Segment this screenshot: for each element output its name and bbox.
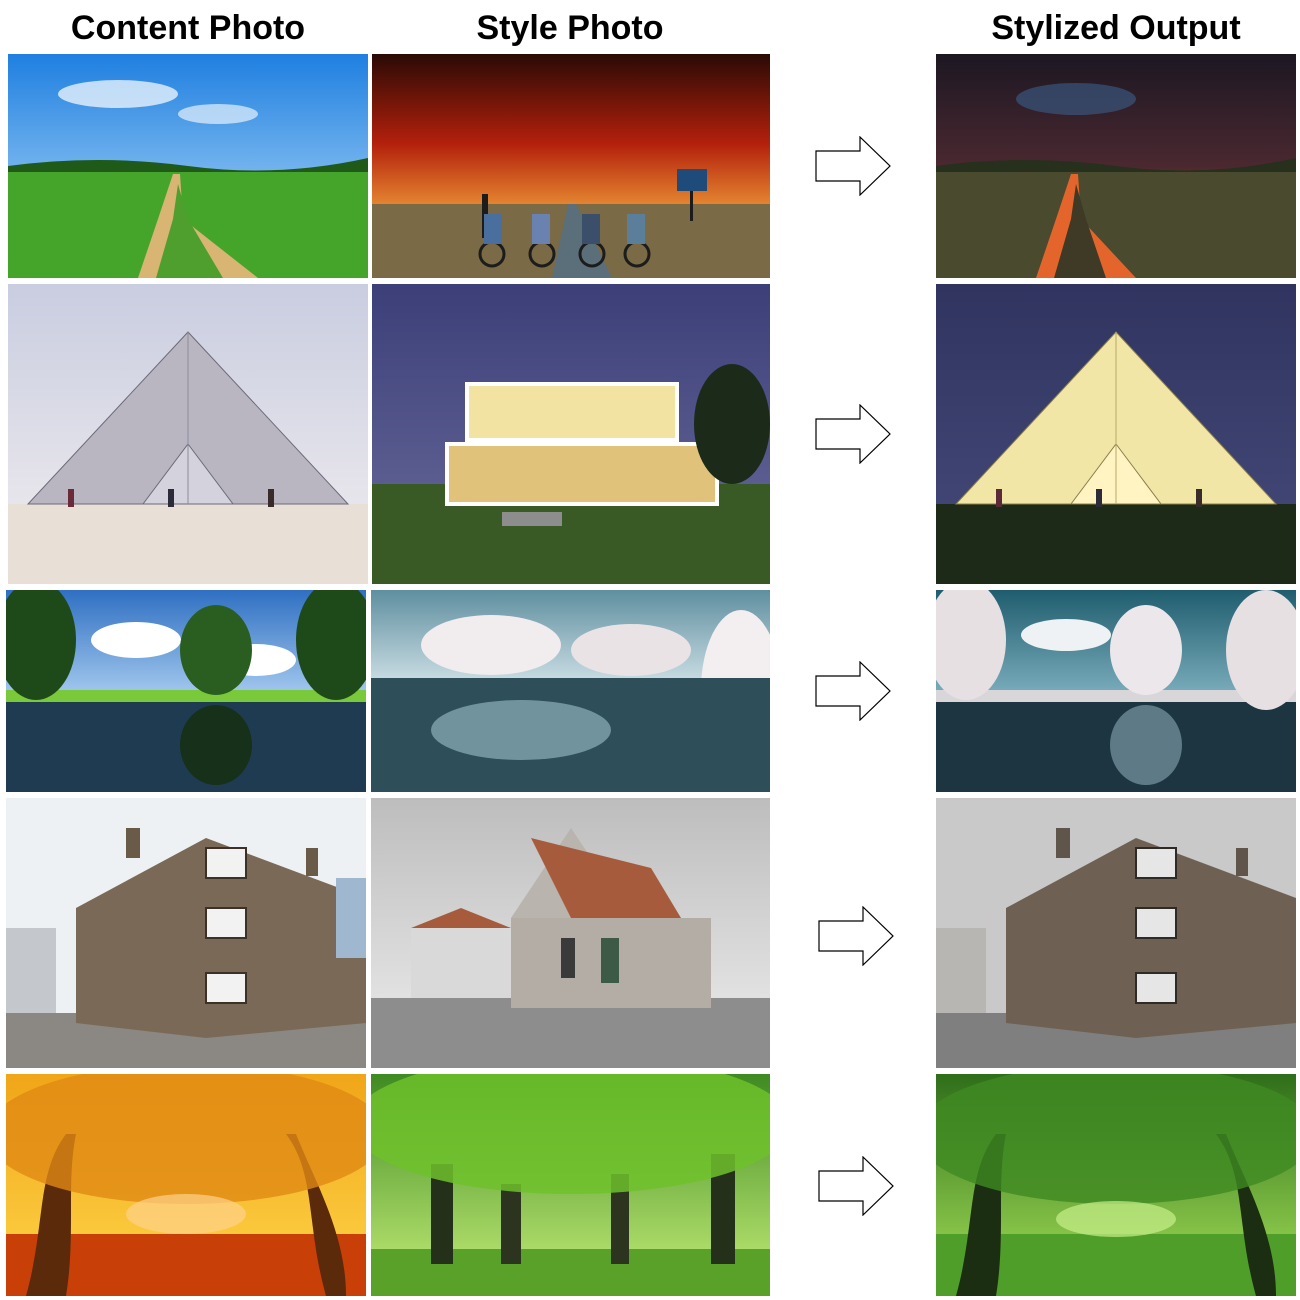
header-stylized-output: Stylized Output	[991, 9, 1241, 47]
arrow-icon-row-4	[818, 906, 898, 966]
style-photo-hdr-church	[371, 798, 770, 1068]
style-photo-green-park	[371, 1074, 770, 1296]
style-photo-bikes-red-sky	[372, 54, 770, 278]
output-photo-meadow-red-sky	[936, 54, 1296, 278]
header-style-photo: Style Photo	[476, 9, 664, 47]
output-photo-green-avenue	[936, 1074, 1296, 1296]
content-photo-lake-trees	[6, 590, 366, 792]
output-photo-stone-building-grey	[936, 798, 1296, 1068]
content-photo-stone-building	[6, 798, 366, 1068]
arrow-icon-row-3	[815, 661, 895, 721]
content-photo-meadow-path	[8, 54, 368, 278]
arrow-icon-row-2	[815, 404, 895, 464]
style-photo-infrared-river	[371, 590, 770, 792]
content-photo-autumn-avenue	[6, 1074, 366, 1296]
header-content-photo: Content Photo	[70, 9, 306, 47]
output-photo-pyramid-dusk	[936, 284, 1296, 584]
style-photo-modern-house-dusk	[372, 284, 770, 584]
arrow-icon-row-5	[818, 1156, 898, 1216]
output-photo-infrared-lake	[936, 590, 1296, 792]
content-photo-glass-pyramid	[8, 284, 368, 584]
arrow-icon-row-1	[815, 136, 895, 196]
